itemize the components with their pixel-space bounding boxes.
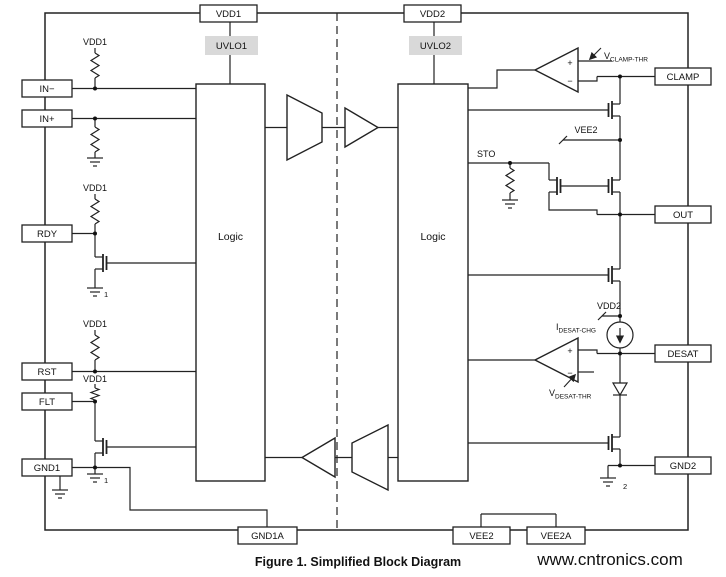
clamp-fet <box>607 76 621 180</box>
net-vdd1-in: VDD1 <box>83 37 107 47</box>
pin-rst: RST <box>21 362 73 381</box>
rx-buffer-top <box>344 106 380 149</box>
net-labels: VDD1 VDD1 VDD1 VDD1 VEE2 VDD2 STO 1 1 2 <box>83 37 627 491</box>
pad-number-gnd2: 2 <box>623 482 627 491</box>
desat-comparator: + − <box>533 336 579 388</box>
pin-in-minus: IN− <box>21 79 73 98</box>
pin-in-minus-label: IN− <box>39 84 55 95</box>
clamp-comparator-plus: + <box>567 58 572 68</box>
pin-out: OUT <box>654 205 712 224</box>
pad-number-rdy: 1 <box>104 290 108 299</box>
ground-gnd2 <box>600 477 616 487</box>
flt-open-drain-fet <box>94 401 196 474</box>
resistor-sto <box>504 167 516 194</box>
ground-symbols <box>52 157 616 499</box>
resistor-in-plus-pulldown <box>89 126 101 153</box>
ground-sto-resistor <box>502 199 518 209</box>
pin-vdd2: VDD2 <box>403 4 462 23</box>
tx-buffer-top <box>286 93 323 162</box>
figure-caption: Figure 1. Simplified Block Diagram <box>255 555 461 569</box>
pin-flt-label: FLT <box>39 397 55 408</box>
ground-in-plus <box>87 157 103 167</box>
pin-desat: DESAT <box>654 344 712 363</box>
net-vdd2-rail: VDD2 <box>597 301 621 311</box>
net-vee2-rail: VEE2 <box>574 125 597 135</box>
logic-right-label: Logic <box>420 231 445 243</box>
pin-in-plus: IN+ <box>21 109 73 128</box>
pin-clamp: CLAMP <box>654 67 712 86</box>
logic-left-label: Logic <box>218 231 243 243</box>
rx-buffer-bottom <box>300 436 336 479</box>
resistors <box>89 52 516 401</box>
watermark: www.cntronics.com <box>536 550 682 569</box>
uvlo1-block: UVLO1 <box>205 36 258 55</box>
mosfets <box>94 76 621 474</box>
signal-labels: VCLAMP-THR VDESAT-THR IDESAT-CHG <box>549 51 648 401</box>
ground-flt-fet <box>87 473 103 483</box>
pad-number-flt: 1 <box>104 476 108 485</box>
uvlo2-label: UVLO2 <box>420 41 451 52</box>
v-desat-thr-label: VDESAT-THR <box>549 388 592 401</box>
pin-gnd1a-label: GND1A <box>251 531 284 542</box>
logic-block-right: Logic <box>397 83 469 482</box>
mid-output-fet <box>607 214 621 322</box>
resistor-flt-pullup <box>89 387 101 401</box>
pin-gnd1-label: GND1 <box>34 463 60 474</box>
out-pulldown-fet <box>607 177 621 215</box>
pin-vee2: VEE2 <box>452 526 511 545</box>
resistor-rdy-pullup <box>89 198 101 225</box>
pin-gnd1a: GND1A <box>237 526 298 545</box>
pin-vdd2-label: VDD2 <box>420 9 445 20</box>
resistor-rst-pullup <box>89 334 101 361</box>
sto-fet <box>548 163 609 215</box>
net-vdd1-rdy: VDD1 <box>83 183 107 193</box>
pin-vee2a: VEE2A <box>526 526 586 545</box>
pin-out-label: OUT <box>673 210 693 221</box>
desat-blocking-diode <box>611 353 629 397</box>
desat-comparator-minus: − <box>567 368 572 378</box>
isolation-buffers <box>286 93 389 492</box>
pin-rst-label: RST <box>38 367 57 378</box>
ground-gnd1 <box>52 489 68 499</box>
desat-comparator-plus: + <box>567 346 572 356</box>
pin-vdd1-label: VDD1 <box>216 9 241 20</box>
uvlo2-block: UVLO2 <box>409 36 462 55</box>
pin-vdd1: VDD1 <box>199 4 258 23</box>
pin-gnd2-label: GND2 <box>670 461 696 472</box>
v-clamp-thr-label: VCLAMP-THR <box>604 51 648 64</box>
uvlo1-label: UVLO1 <box>216 41 247 52</box>
resistor-in-minus-pullup <box>89 52 101 79</box>
pin-rdy-label: RDY <box>37 229 58 240</box>
pin-gnd1: GND1 <box>21 458 73 477</box>
pin-clamp-label: CLAMP <box>667 72 700 83</box>
pin-desat-label: DESAT <box>668 349 699 360</box>
net-vdd1-rst: VDD1 <box>83 319 107 329</box>
net-vdd1-flt: VDD1 <box>83 374 107 384</box>
junction-dots <box>93 74 622 470</box>
wires <box>59 22 655 527</box>
clamp-comparator-minus: − <box>567 76 572 86</box>
desat-charge-current-source <box>606 321 634 354</box>
pin-gnd2: GND2 <box>654 456 712 475</box>
tx-buffer-bottom <box>351 423 389 492</box>
ground-rdy-fet <box>87 287 103 297</box>
outer-border <box>44 12 689 531</box>
pin-rdy: RDY <box>21 224 73 243</box>
logic-block-left: Logic <box>195 83 266 482</box>
clamp-comparator: + − <box>533 46 602 94</box>
desat-discharge-fet <box>607 395 621 466</box>
net-sto: STO <box>477 149 495 159</box>
pin-flt: FLT <box>21 392 73 411</box>
i-desat-chg-label: IDESAT-CHG <box>556 322 596 335</box>
pin-vee2-label: VEE2 <box>469 531 493 542</box>
pin-vee2a-label: VEE2A <box>541 531 572 542</box>
rdy-open-drain-fet <box>94 233 196 288</box>
pin-in-plus-label: IN+ <box>39 114 55 125</box>
